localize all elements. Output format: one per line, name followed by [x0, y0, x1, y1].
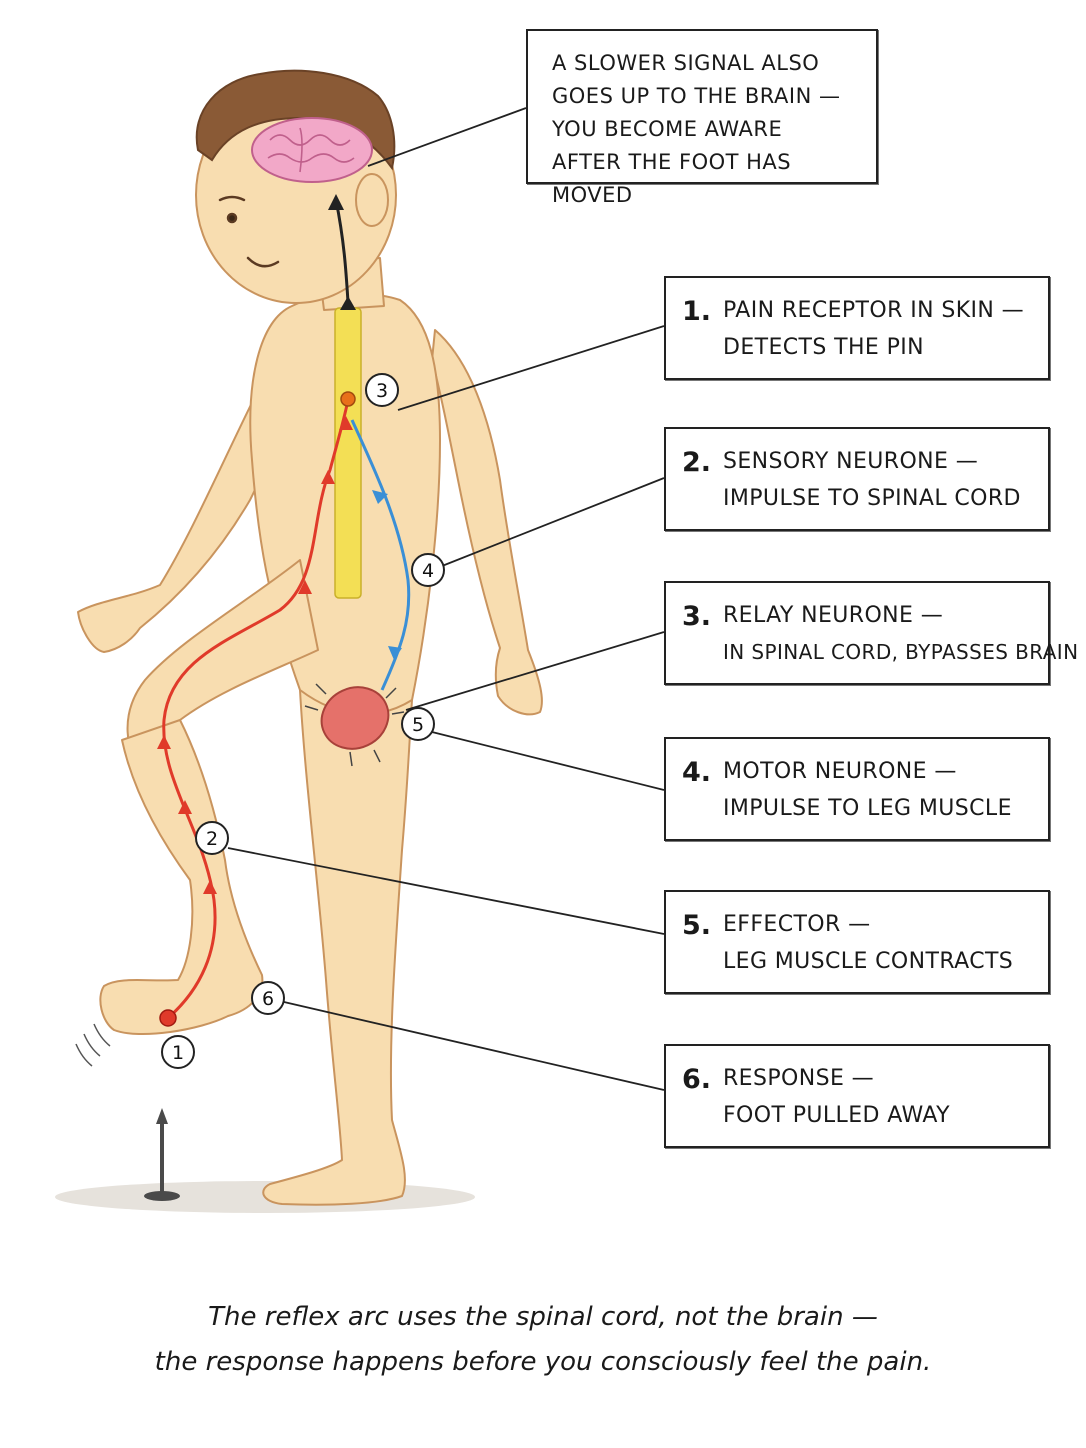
leader-2 [441, 477, 665, 567]
brain-note-line: A SLOWER SIGNAL ALSO [552, 51, 820, 75]
marker-5-label: 5 [412, 714, 424, 736]
sensory-arrow-2 [178, 800, 192, 814]
brain-signal-path [334, 199, 350, 303]
sensory-arrow-6 [339, 416, 353, 430]
leader-brain [367, 107, 527, 167]
sensory-neurone-path [162, 399, 350, 1020]
child-figure [77, 86, 543, 1206]
marker-4: 4 [411, 553, 445, 587]
motion-lines [75, 1023, 111, 1067]
step-box-5: 5. EFFECTOR — LEG MUSCLE CONTRACTS [664, 890, 1050, 994]
pin [144, 1108, 180, 1201]
step-number: 5. [682, 910, 712, 941]
step-box-3: 3. RELAY NEURONE — IN SPINAL CORD, BYPAS… [664, 581, 1078, 685]
step-box-6: 6. RESPONSE — FOOT PULLED AWAY [664, 1044, 1050, 1148]
leader-lines [227, 107, 665, 1091]
sensory-arrow-5 [321, 470, 335, 484]
caption-line-2: the response happens before you consciou… [154, 1347, 932, 1377]
standing-leg [262, 689, 413, 1206]
step-detail: IMPULSE TO SPINAL CORD [723, 486, 1021, 511]
marker-3: 3 [365, 373, 399, 407]
marker-6: 6 [251, 981, 285, 1015]
face [218, 195, 280, 268]
sensory-arrow-4 [298, 580, 312, 594]
brain-note-line: YOU BECOME AWARE [552, 117, 783, 141]
marker-3-label: 3 [376, 380, 388, 402]
marker-6-label: 6 [262, 988, 274, 1010]
step-title: SENSORY NEURONE — [723, 449, 979, 474]
motor-arrow-1 [372, 490, 388, 504]
brain-note-line: AFTER THE FOOT HAS MOVED [552, 150, 792, 207]
eyebrow [218, 195, 246, 202]
ear [355, 173, 389, 227]
brain [251, 117, 373, 183]
step-detail: LEG MUSCLE CONTRACTS [723, 949, 1014, 974]
leader-5 [227, 847, 665, 935]
step-title: PAIN RECEPTOR IN SKIN — [723, 298, 1025, 323]
step-box-1: 1. PAIN RECEPTOR IN SKIN — DETECTS THE P… [664, 276, 1050, 380]
left-arm [77, 344, 301, 653]
step-title: EFFECTOR — [723, 912, 871, 937]
marker-5: 5 [401, 707, 435, 741]
leader-1 [397, 325, 665, 411]
brain-signal-arrow [328, 194, 344, 210]
step-title: RESPONSE — [723, 1066, 875, 1091]
brain-note-line: GOES UP TO THE BRAIN — [552, 84, 841, 108]
marker-2-label: 2 [206, 828, 218, 850]
sensory-arrows [157, 416, 353, 894]
step-title: MOTOR NEURONE — [723, 759, 957, 784]
cord-top-arrow [340, 296, 356, 310]
hair [195, 69, 396, 171]
sensory-arrow-1 [203, 880, 217, 894]
step-detail: DETECTS THE PIN [723, 335, 925, 360]
step-number: 4. [682, 757, 712, 788]
step-title: RELAY NEURONE — [723, 603, 944, 628]
leader-3 [405, 631, 665, 711]
leg-muscle [304, 683, 405, 767]
spinal-cord [334, 307, 362, 599]
step-detail: FOOT PULLED AWAY [723, 1103, 951, 1128]
step-box-2: 2. SENSORY NEURONE — IMPULSE TO SPINAL C… [664, 427, 1050, 531]
motor-arrow-2 [388, 646, 402, 660]
step-box-4: 4. MOTOR NEURONE — IMPULSE TO LEG MUSCLE [664, 737, 1050, 841]
step-number: 3. [682, 601, 712, 632]
step-number: 2. [682, 447, 712, 478]
sensory-arrow-3 [157, 735, 171, 749]
step-detail: IMPULSE TO LEG MUSCLE [723, 796, 1012, 821]
step-number: 1. [682, 296, 712, 327]
step-detail: IN SPINAL CORD, BYPASSES BRAIN [723, 640, 1079, 664]
pain-receptor-dot [159, 1009, 177, 1027]
relay-neurone-dot [340, 391, 356, 407]
brain-note-box: A SLOWER SIGNAL ALSO GOES UP TO THE BRAI… [526, 29, 878, 207]
marker-1-label: 1 [172, 1042, 184, 1064]
marker-4-label: 4 [422, 560, 434, 582]
leader-4 [431, 731, 665, 791]
step-number: 6. [682, 1064, 712, 1095]
leader-6 [283, 1001, 665, 1091]
eye [226, 212, 238, 224]
caption-line-1: The reflex arc uses the spinal cord, not… [208, 1302, 878, 1332]
marker-1: 1 [161, 1035, 195, 1069]
marker-2: 2 [195, 821, 229, 855]
raised-shin [99, 719, 264, 1036]
smile [246, 256, 280, 268]
right-arm [431, 329, 543, 716]
